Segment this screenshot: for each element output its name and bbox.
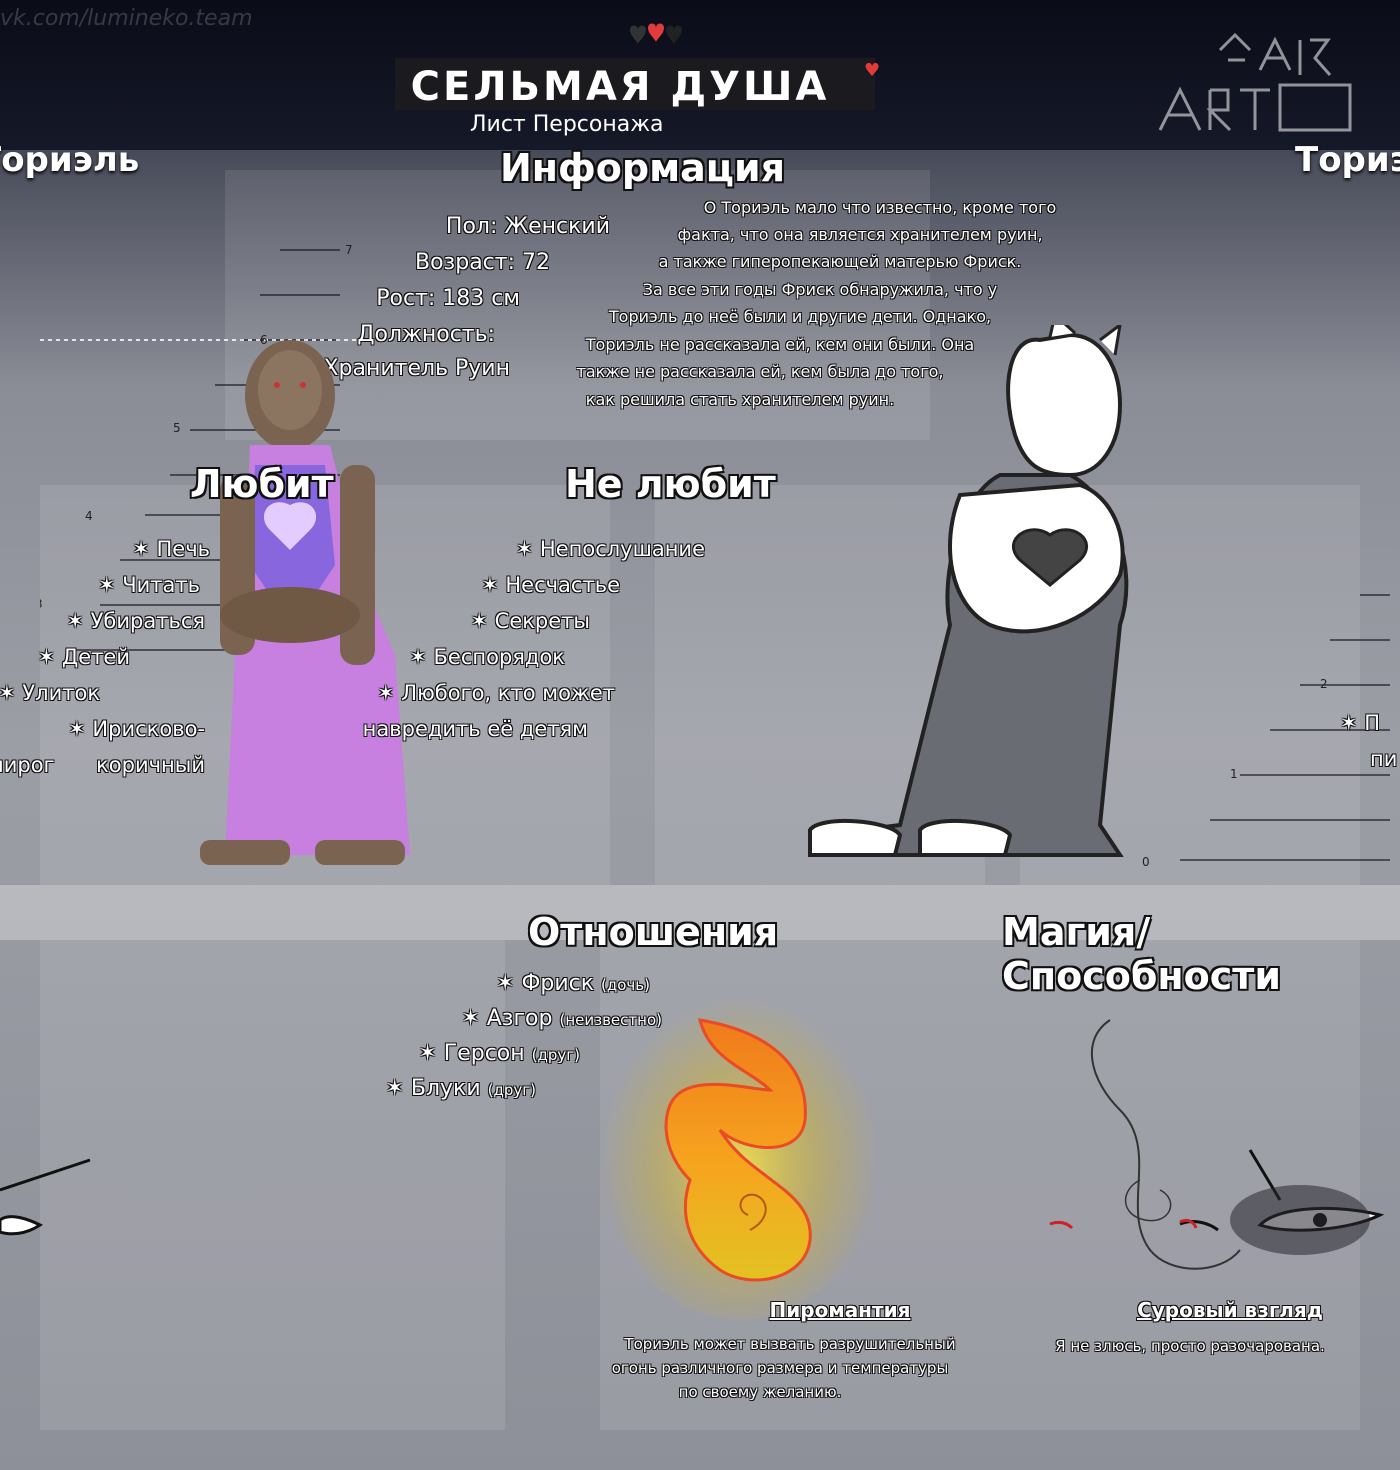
info-title: Информация — [500, 146, 785, 190]
character-name-right: Ториэль — [1295, 140, 1400, 180]
info-description-line: Ториэль не рассказала ей, кем они были. … — [585, 335, 975, 354]
info-line: Хранитель Руин — [323, 356, 510, 381]
magic-title: Магия/Способности — [1002, 910, 1281, 998]
fire-magic-icon — [600, 980, 880, 1320]
height-ruler-right: 2 1 0 — [1142, 594, 1390, 869]
relation-item: ✶ Герсон (друг) — [418, 1041, 580, 1066]
info-description-line: также не рассказала ей, кем была до того… — [576, 362, 944, 381]
likes-item: ✶ Детей — [37, 645, 130, 669]
logo-bar — [395, 58, 875, 110]
ruler-tick-label: 4 — [85, 509, 93, 523]
dislikes-item: ✶ Секреты — [470, 609, 590, 633]
likes-item-right-fragment: ✶ П — [1340, 711, 1381, 735]
likes-title: Любит — [190, 462, 334, 506]
info-description-line: За все эти годы Фриск обнаружила, что у — [642, 280, 998, 299]
dislikes-item: ✶ Любого, кто может — [377, 681, 615, 705]
ability-text: по своему желанию. — [678, 1383, 842, 1401]
info-panel — [225, 170, 930, 440]
toriel-color-figure — [200, 340, 410, 865]
info-line: Должность: — [357, 322, 495, 347]
ability-text: Я не злюсь, просто разочарована. — [1055, 1337, 1325, 1355]
dislikes-item: навредить её детям — [362, 717, 588, 741]
likes-item: ✶ Ирисково-коричный — [68, 717, 205, 777]
info-description-line: О Ториэль мало что известно, кроме того — [703, 198, 1057, 217]
info-description-line: Ториэль до неё были и другие дети. Однак… — [608, 307, 992, 326]
relation-item: ✶ Азгор (неизвестно) — [461, 1006, 662, 1031]
info-description-line: как решила стать хранителем руин. — [585, 390, 895, 409]
hearts-icon — [630, 23, 682, 44]
heart-icon: ♥ — [864, 60, 881, 81]
dislikes-item: ✶ Непослушание — [515, 537, 705, 561]
sheet-subtitle: Лист Персонажа — [470, 112, 664, 137]
ruler-tick-label: 6 — [260, 333, 268, 347]
ability-title: Суровый взгляд — [1137, 1298, 1323, 1322]
info-line: Пол: Женский — [445, 214, 610, 239]
likes-item-right-fragment: пи — [1370, 747, 1398, 771]
ability-title: Пиромантия — [769, 1298, 911, 1322]
dislikes-title: Не любит — [565, 462, 776, 506]
likes-item: ✶ Читать — [97, 573, 200, 597]
relation-item: ✶ Фриск (дочь) — [496, 971, 650, 996]
ruler-tick-label: 7 — [345, 243, 353, 257]
divider-band — [0, 885, 1400, 940]
relations-title: Отношения — [528, 910, 779, 954]
info-description-line: факта, что она является хранителем руин, — [677, 225, 1043, 244]
ruler-tick-label: 0 — [1142, 855, 1150, 869]
ruler-tick-label: 2 — [1320, 677, 1328, 691]
watermark: vk.com/lumineko.team — [0, 6, 253, 31]
stern-eye-left-art — [0, 1158, 91, 1236]
likes-item: ✶ Печь — [132, 537, 210, 561]
ruler-tick-label: 5 — [173, 421, 181, 435]
ruler-tick-label: 1 — [1230, 767, 1238, 781]
ability-text: Ториэль может вызвать разрушительный — [624, 1335, 956, 1353]
dislikes-item: ✶ Несчастье — [481, 573, 620, 597]
relation-item: ✶ Блуки (друг) — [385, 1076, 536, 1101]
art-signature-graphic — [1158, 32, 1352, 132]
info-description-line: а также гиперопекающей матерью Фриск. — [658, 252, 1022, 271]
dislikes-item: ✶ Беспорядок — [409, 645, 565, 669]
ability-text: огонь различного размера и температуры — [611, 1359, 949, 1377]
stern-look-art — [1049, 1019, 1385, 1270]
relations-panel — [40, 940, 505, 1430]
likes-item: пирог — [0, 747, 55, 783]
character-name-left: Ториэль — [0, 140, 140, 180]
toriel-lineart-figure — [808, 325, 1129, 857]
game-logo: СЕЛЬМАЯ ДУША ♥ Лист Персонажа — [370, 20, 890, 137]
info-line: Возраст: 72 — [414, 250, 550, 275]
ruler-tick-label: 3 — [40, 597, 43, 611]
likes-item: ✶ Убираться — [66, 609, 205, 633]
game-title: СЕЛЬМАЯ ДУША — [410, 64, 830, 110]
likes-item: ✶ Улиток — [0, 681, 100, 705]
info-line: Рост: 183 см — [376, 286, 520, 311]
